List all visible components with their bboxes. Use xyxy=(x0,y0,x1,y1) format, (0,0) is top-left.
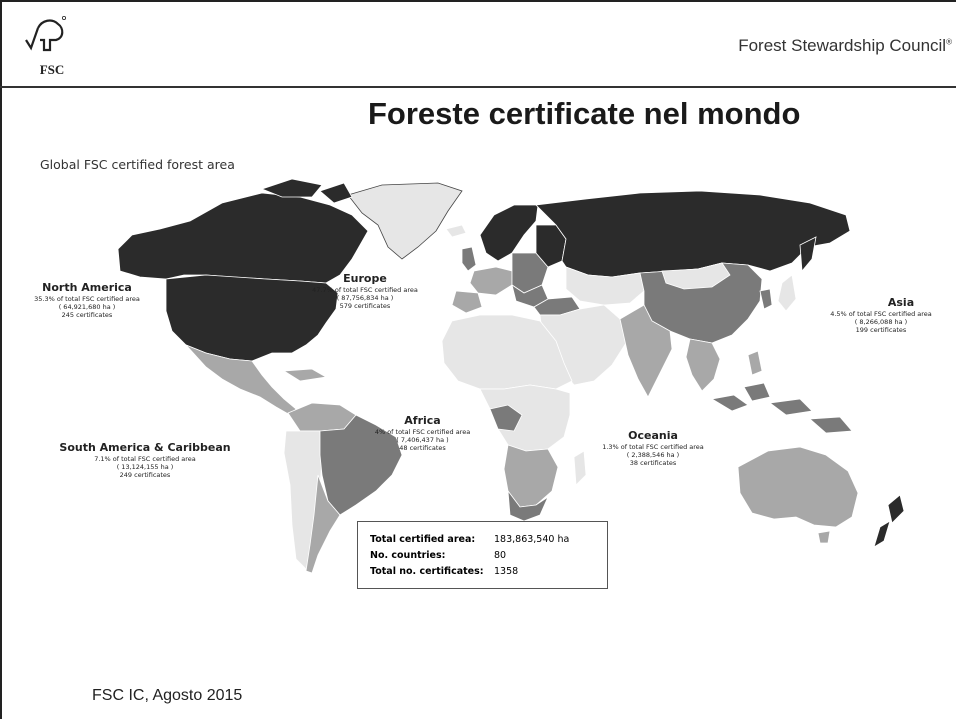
region-name: South America & Caribbean xyxy=(59,441,231,454)
slide-title: Foreste certificate nel mondo xyxy=(368,96,801,131)
arctic-islands-shape xyxy=(260,178,353,204)
mexico-shape xyxy=(185,344,297,416)
region-name: Europe xyxy=(343,272,387,285)
fsc-logo: FSC xyxy=(20,12,80,78)
region-area: ( 87,756,834 ha ) xyxy=(336,293,394,302)
iberia-shape xyxy=(451,290,483,314)
world-map xyxy=(117,178,905,574)
brazil-shape xyxy=(319,414,403,516)
indonesia-shape xyxy=(710,382,813,416)
congo-basin-shape xyxy=(489,404,523,432)
region-area: ( 2,388,546 ha ) xyxy=(626,450,680,459)
southern-cone-shape xyxy=(305,474,341,574)
korea-shape xyxy=(759,288,773,310)
summary-value: 1358 xyxy=(494,566,519,577)
india-shape xyxy=(619,304,673,398)
japan-shape xyxy=(777,274,797,312)
papua-shape xyxy=(809,416,853,434)
scandinavia-shape xyxy=(479,204,539,262)
region-name: North America xyxy=(42,281,132,294)
region-share: 4% of total FSC certified area xyxy=(374,427,471,436)
region-name: Africa xyxy=(404,414,441,427)
region-certificates: 199 certificates xyxy=(855,326,907,334)
western-europe-shape xyxy=(469,266,513,296)
region-name: Oceania xyxy=(628,429,678,442)
mongolia-shape xyxy=(661,262,731,290)
slide-frame-left xyxy=(0,0,2,719)
region-share: 1.3% of total FSC certified area xyxy=(602,442,704,451)
region-certificates: 245 certificates xyxy=(61,311,113,319)
kazakhstan-shape xyxy=(565,266,645,306)
slide-frame-top xyxy=(0,0,956,2)
tree-checkmark-icon xyxy=(25,16,67,52)
region-area: ( 64,921,680 ha ) xyxy=(58,302,116,311)
summary-label: Total no. certificates: xyxy=(370,566,484,577)
registered-mark: ® xyxy=(946,37,952,47)
south-africa-shape xyxy=(507,489,549,522)
header-divider xyxy=(0,86,956,88)
region-certificates: 579 certificates xyxy=(339,302,391,310)
southern-africa-shape xyxy=(503,444,559,508)
label-oceania: Oceania 1.3% of total FSC certified area… xyxy=(578,429,728,467)
new-zealand-shape xyxy=(873,494,905,548)
label-north-america: North America 35.3% of total FSC certifi… xyxy=(12,281,162,319)
iceland-shape xyxy=(445,224,467,238)
canada-shape xyxy=(117,192,369,284)
organization-name-text: Forest Stewardship Council xyxy=(738,36,947,55)
russia-shape xyxy=(535,190,851,278)
madagascar-shape xyxy=(573,450,587,486)
summary-value: 183,863,540 ha xyxy=(494,534,570,545)
label-asia: Asia 4.5% of total FSC certified area ( … xyxy=(806,296,956,334)
region-share: 35.3% of total FSC certified area xyxy=(34,294,140,303)
map-subtitle: Global FSC certified forest area xyxy=(40,157,235,172)
label-south-america: South America & Caribbean 7.1% of total … xyxy=(45,441,245,479)
summary-label: Total certified area: xyxy=(370,534,476,545)
greenland-shape xyxy=(347,182,463,260)
region-share: 4.5% of total FSC certified area xyxy=(830,309,932,318)
organization-name: Forest Stewardship Council® xyxy=(738,36,952,56)
caribbean-shape xyxy=(282,368,328,382)
region-share: 7.1% of total FSC certified area xyxy=(94,454,196,463)
tasmania-shape xyxy=(817,530,831,544)
australia-shape xyxy=(737,446,859,528)
region-name: Asia xyxy=(887,296,915,309)
summary-value: 80 xyxy=(494,550,507,561)
region-certificates: 249 certificates xyxy=(119,471,171,479)
region-area: ( 7,406,437 ha ) xyxy=(396,435,449,444)
region-certificates: 38 certificates xyxy=(629,459,677,467)
label-africa: Africa 4% of total FSC certified area ( … xyxy=(350,414,495,452)
logo-text: FSC xyxy=(39,62,65,77)
region-certificates: 48 certificates xyxy=(399,444,446,452)
label-europe: Europe 47.7% of total FSC certified area… xyxy=(290,272,440,310)
philippines-shape xyxy=(747,350,763,376)
region-area: ( 13,124,155 ha ) xyxy=(116,462,174,471)
summary-label: No. countries: xyxy=(370,550,446,561)
region-share: 47.7% of total FSC certified area xyxy=(312,285,418,294)
region-area: ( 8,266,088 ha ) xyxy=(854,317,908,326)
summary-box: Total certified area: 183,863,540 ha No.… xyxy=(357,521,608,589)
kamchatka-shape xyxy=(799,236,817,273)
footer-source: FSC IC, Agosto 2015 xyxy=(92,687,243,704)
uk-shape xyxy=(461,246,477,272)
southeast-asia-shape xyxy=(685,338,721,392)
